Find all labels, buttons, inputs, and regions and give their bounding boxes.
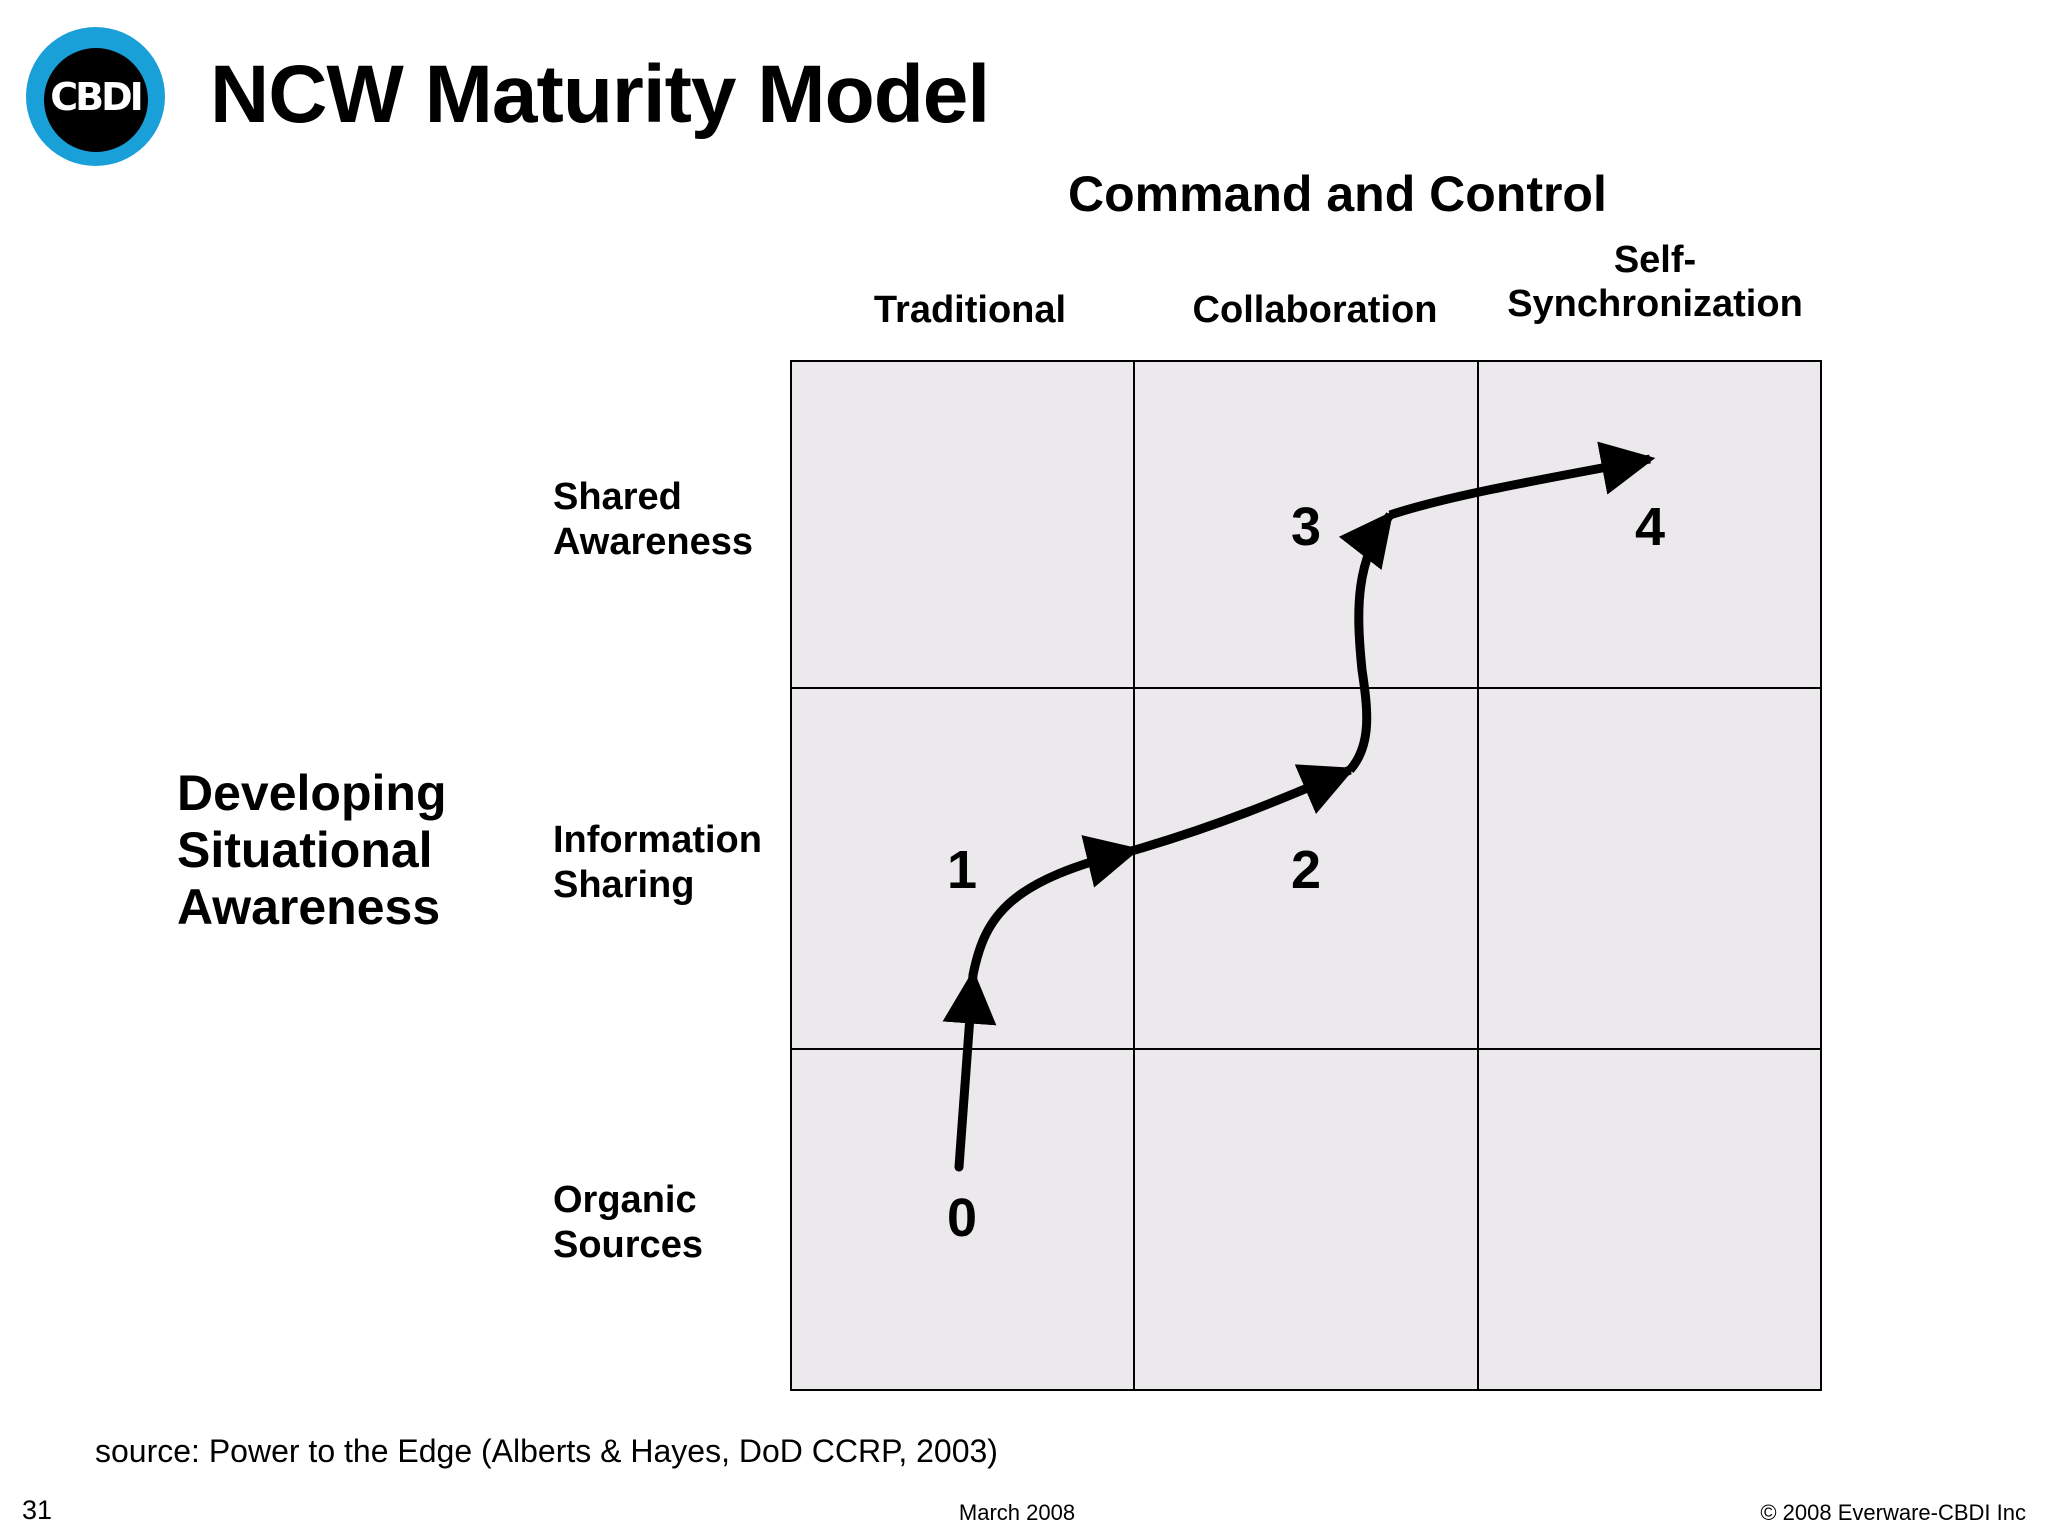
page-title: NCW Maturity Model	[210, 49, 990, 140]
column-label-self-synchronization: Self- Synchronization	[1507, 239, 1803, 325]
progression-arrow-1-2	[968, 835, 1141, 976]
row-label-information-sharing: Information Sharing	[553, 819, 762, 906]
footer-copyright: © 2008 Everware-CBDI Inc	[1760, 1500, 2026, 1525]
column-label-collaboration: Collaboration	[1192, 289, 1438, 331]
x-axis-title: Command and Control	[1068, 166, 1607, 222]
grid-background	[790, 360, 1822, 1391]
level-2-label: 2	[1291, 840, 1321, 900]
progression-arrow-0-1	[942, 969, 997, 1172]
level-0-label: 0	[947, 1188, 977, 1248]
progression-arrow-3-4	[1338, 510, 1394, 773]
source-citation: source: Power to the Edge (Alberts & Hay…	[95, 1433, 998, 1469]
logo-core	[44, 48, 148, 152]
progression-arrow-4	[1388, 441, 1656, 520]
progression-arrow-2-3	[1133, 764, 1355, 855]
level-3-label: 3	[1291, 497, 1321, 557]
row-label-organic-sources: Organic Sources	[553, 1179, 703, 1266]
footer-date: March 2008	[958, 1500, 1076, 1525]
page-number: 31	[22, 1495, 53, 1525]
level-1-label: 1	[947, 840, 977, 900]
row-label-shared-awareness: Shared Awareness	[553, 476, 753, 563]
level-4-label: 4	[1635, 497, 1665, 557]
column-label-traditional: Traditional	[873, 289, 1067, 331]
cbdi-logo: CBDI	[50, 74, 144, 119]
y-axis-title: Developing Situational Awareness	[177, 765, 447, 935]
